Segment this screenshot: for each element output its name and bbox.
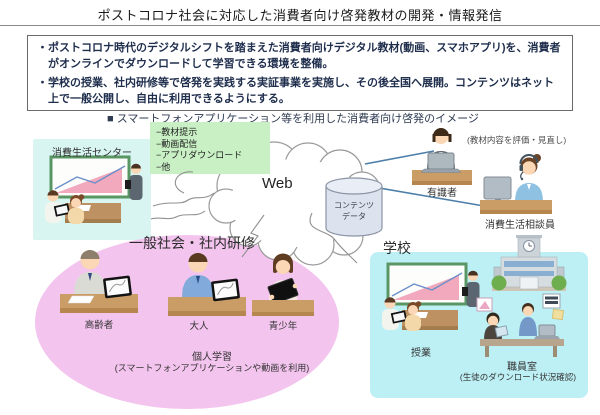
expert-note: (教材内容を評価・見直し) xyxy=(467,135,567,145)
consultant-label: 消費生活相談員 xyxy=(485,220,555,231)
consultant-illustration xyxy=(480,154,552,214)
school-building-icon xyxy=(491,235,567,291)
consumer-center-label: 消費生活センター xyxy=(52,148,132,159)
youth-person-illustration xyxy=(252,253,314,316)
expert-illustration xyxy=(412,128,472,185)
adult-person-illustration xyxy=(168,253,246,316)
content-database-icon xyxy=(325,177,383,237)
review-links xyxy=(364,150,485,207)
general-society-label: 一般社会・社内研修 xyxy=(129,235,255,251)
adult-label: 大人 xyxy=(189,321,209,332)
page-title: ポストコロナ社会に対応した消費者向け啓発教材の開発・情報発信 xyxy=(97,8,503,23)
school-label: 学校 xyxy=(383,240,411,256)
elderly-person-illustration xyxy=(60,250,138,313)
delivery-list: −教材提示 −動画配信 −アプリダウンロード −他 xyxy=(156,127,242,173)
lesson-label: 授業 xyxy=(411,348,431,359)
staffroom-label: 職員室 xyxy=(507,362,537,373)
overview-bullet-1: ・ポストコロナ時代のデジタルシフトを踏まえた消費者向けデジタル教材(動画、スマホ… xyxy=(37,42,561,70)
youth-label: 青少年 xyxy=(268,321,298,332)
elderly-label: 高齢者 xyxy=(84,320,114,331)
staffroom-note: (生徒のダウンロード状況確認) xyxy=(459,372,577,382)
delivery-item-4: −他 xyxy=(156,161,171,172)
overview-box: ・ポストコロナ時代のデジタルシフトを踏まえた消費者向けデジタル教材(動画、スマホ… xyxy=(27,35,573,111)
delivery-item-3: −アプリダウンロード xyxy=(156,150,243,160)
overview-bullet-2: ・学校の授業、社内研修等で啓発を実践する実証事業を実施し、その後全国へ展開。コン… xyxy=(37,77,554,105)
web-label: Web xyxy=(262,175,293,192)
delivery-item-1: −教材提示 xyxy=(156,127,198,137)
individual-learning-subtitle: (スマートフォンアプリケーションや動画を利用) xyxy=(114,363,310,373)
connector-squiggles xyxy=(150,171,358,264)
delivery-zone xyxy=(150,122,270,174)
individual-learning-title: 個人学習 xyxy=(192,352,232,363)
content-database-label: コンテンツ データ xyxy=(334,201,374,221)
delivery-item-2: −動画配信 xyxy=(156,138,198,149)
staffroom-illustration xyxy=(476,293,565,357)
expert-label: 有識者 xyxy=(427,188,457,199)
title-divider xyxy=(0,25,600,26)
